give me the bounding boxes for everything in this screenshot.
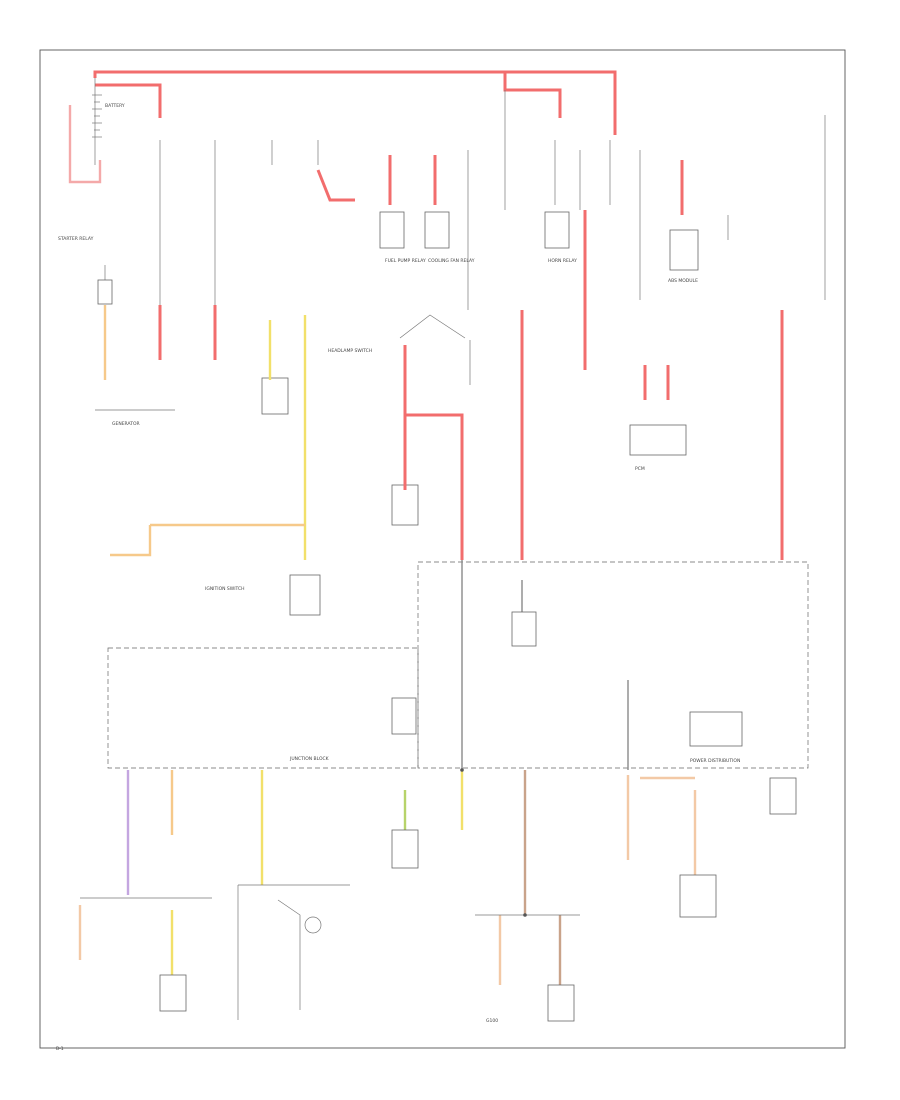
top-fuse-row (158, 90, 826, 560)
svg-text:GENERATOR: GENERATOR (112, 421, 140, 427)
generator: GENERATOR (95, 409, 175, 427)
bottom-components: B-1 G100 (56, 768, 797, 1052)
power-distribution-box (417, 561, 809, 769)
battery-label: BATTERY (105, 103, 125, 109)
starter-relay: STARTER RELAY (58, 236, 113, 380)
svg-text:HEADLAMP SWITCH: HEADLAMP SWITCH (328, 348, 372, 354)
battery: BATTERY (92, 94, 125, 138)
svg-text:IGNITION SWITCH: IGNITION SWITCH (205, 586, 245, 592)
starter-label: STARTER RELAY (58, 236, 94, 242)
diagram-frame (39, 49, 846, 1049)
headlamp-switch: HEADLAMP SWITCH (328, 314, 471, 560)
svg-text:POWER DISTRIBUTION: POWER DISTRIBUTION (690, 758, 740, 764)
svg-text:COOLING FAN RELAY: COOLING FAN RELAY (428, 258, 475, 264)
svg-text:PCM: PCM (635, 466, 645, 472)
fuel-pump-relay (379, 211, 405, 249)
ignition-feed: IGNITION SWITCH (110, 315, 321, 616)
top-power-feed (68, 70, 617, 184)
instrument-panel-fuse-block (107, 647, 419, 769)
ground-label: B-1 (56, 1046, 64, 1052)
svg-text:G100: G100 (486, 1018, 498, 1024)
bottom-circuits (78, 770, 697, 1020)
svg-text:HORN RELAY: HORN RELAY (548, 258, 577, 264)
svg-text:ABS MODULE: ABS MODULE (668, 278, 698, 284)
abs-module (669, 229, 699, 271)
cooling-fan-relay (424, 211, 450, 249)
horn-relay (544, 211, 570, 249)
top-components: FUEL PUMP RELAY COOLING FAN RELAY HORN R… (261, 211, 699, 526)
svg-text:FUEL PUMP RELAY: FUEL PUMP RELAY (385, 258, 426, 264)
svg-text:JUNCTION BLOCK: JUNCTION BLOCK (289, 756, 330, 762)
